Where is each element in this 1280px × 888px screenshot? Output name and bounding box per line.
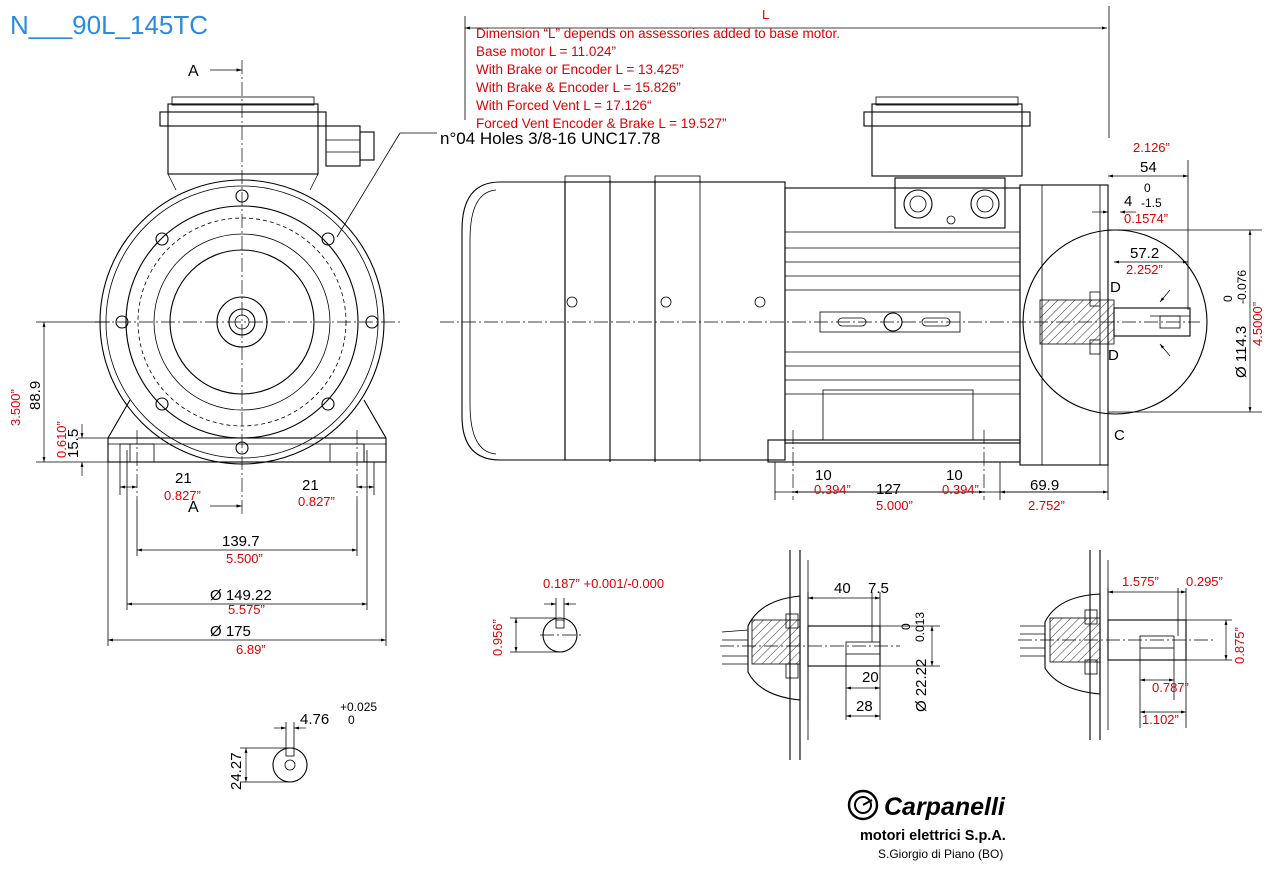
dim-4: 4	[1124, 193, 1132, 210]
dim-54: 54	[1140, 159, 1157, 176]
dim-4-5000: 4.5000”	[1250, 302, 1265, 346]
dim-0-827-left: 0.827”	[164, 488, 201, 503]
dim-keyway-tol-top: +0.025	[340, 700, 377, 714]
note-line-6: Forced Vent Encoder & Brake L = 19.527”	[476, 116, 727, 131]
note-line-1: Dimension “L” depends on assessories add…	[476, 26, 840, 41]
dim-tol-minus1-5: -1.5	[1141, 196, 1162, 210]
dim-0-875: 0.875”	[1232, 627, 1247, 664]
dim-key-tol: 0.187” +0.001/-0.000	[543, 576, 664, 591]
dim-0-394-right: 0.394”	[942, 482, 979, 497]
dim-2-752: 2.752”	[1028, 498, 1065, 513]
logo-brand: Carpanelli	[884, 793, 1006, 821]
front-view: A A 88.9 3.500” 15.5 0.610” 21 0.827” 21…	[8, 60, 400, 657]
note-line-3: With Brake or Encoder L = 13.425”	[476, 62, 684, 77]
dim-24-27: 24.27	[228, 752, 245, 790]
dim-L-label: L	[762, 7, 769, 22]
dim-7-5: 7.5	[868, 580, 889, 597]
logo-subtitle: motori elettrici S.p.A.	[860, 828, 1006, 844]
dim-5-000: 5.000”	[876, 498, 913, 513]
dim-0-610: 0.610”	[54, 421, 69, 458]
logo-city: S.Giorgio di Piano (BO)	[878, 847, 1003, 861]
note-line-5: With Forced Vent L = 17.126“	[476, 98, 651, 113]
dim-d1-tol-bot: 0.013	[913, 612, 927, 642]
dim-1-102: 1.102”	[1142, 712, 1179, 727]
dim-15-5: 15.5	[65, 429, 82, 458]
dim-tol-top: 0	[1221, 295, 1235, 302]
section-a-top: A	[188, 63, 199, 80]
dim-149-22: Ø 149.22	[210, 587, 272, 604]
dim-2-126: 2.126”	[1133, 140, 1170, 155]
dim-dia-22-22: Ø 22.22	[913, 659, 930, 712]
dim-4-76: 4.76	[300, 711, 329, 728]
shaft-detail-metric: 40 7.5 0 0.013 Ø 22.22 20 28	[720, 550, 940, 760]
dim-5-575: 5.575”	[228, 602, 265, 617]
drawing-title: N___90L_145TC	[10, 10, 208, 40]
dim-0-1574: 0.1574”	[1124, 211, 1168, 226]
dim-88-9: 88.9	[27, 381, 44, 410]
dim-28: 28	[856, 698, 873, 715]
dim-tol-0: 0	[1144, 181, 1151, 195]
dim-dia-114-3: Ø 114.3	[1233, 326, 1250, 378]
shaft-detail-inch: 1.575” 0.295” 0.875” 0.787” 1.102”	[1018, 550, 1247, 740]
company-logo: Carpanelli motori elettrici S.p.A. S.Gio…	[847, 789, 1006, 861]
note-line-4: With Brake & Encoder L = 15.826”	[476, 80, 681, 95]
dim-0-827-right: 0.827”	[298, 494, 335, 509]
dim-0-295: 0.295”	[1186, 574, 1223, 589]
holes-note: n°04 Holes 3/8-16 UNC17.78	[440, 129, 660, 148]
section-a-bottom: A	[188, 499, 199, 516]
side-view: D D C Ø 114.3 0 -0.076 4.5000” 2.126” 54…	[440, 96, 1265, 513]
bolt-holes	[115, 189, 379, 455]
dim-40: 40	[834, 580, 851, 597]
dim-57-2: 57.2	[1130, 245, 1159, 262]
dim-tol-bot: -0.076	[1235, 270, 1249, 304]
dim-127: 127	[876, 481, 901, 498]
dim-0-956: 0.956”	[490, 619, 505, 656]
dim-21-right: 21	[302, 477, 319, 494]
length-note-block: L Dimension “L” depends on assessories a…	[464, 6, 1110, 138]
dim-1-575: 1.575”	[1122, 574, 1159, 589]
keyway-detail: 4.76 +0.025 0 24.27	[228, 700, 377, 790]
dim-3-500: 3.500”	[8, 389, 23, 426]
dim-139-7: 139.7	[222, 533, 260, 550]
dim-6-89: 6.89”	[236, 642, 266, 657]
dim-10-left: 10	[815, 467, 832, 484]
dim-0-394-left: 0.394”	[814, 482, 851, 497]
label-D-bottom: D	[1108, 347, 1119, 364]
dim-d1-tol-top: 0	[899, 623, 913, 630]
dim-5-500: 5.500”	[226, 551, 263, 566]
dim-10-right: 10	[946, 467, 963, 484]
label-D-top: D	[1110, 279, 1121, 296]
dim-2-252: 2.252”	[1126, 262, 1163, 277]
key-detail: 0.187” +0.001/-0.000 0.956”	[490, 576, 664, 656]
dim-0-787: 0.787”	[1152, 680, 1189, 695]
dim-69-9: 69.9	[1030, 477, 1059, 494]
label-C: C	[1114, 427, 1125, 444]
dim-keyway-tol-bot: 0	[348, 713, 355, 727]
dim-175: Ø 175	[210, 623, 251, 640]
dim-21-left: 21	[175, 470, 192, 487]
note-line-2: Base motor L = 11.024”	[476, 44, 616, 59]
dim-20: 20	[862, 669, 879, 686]
